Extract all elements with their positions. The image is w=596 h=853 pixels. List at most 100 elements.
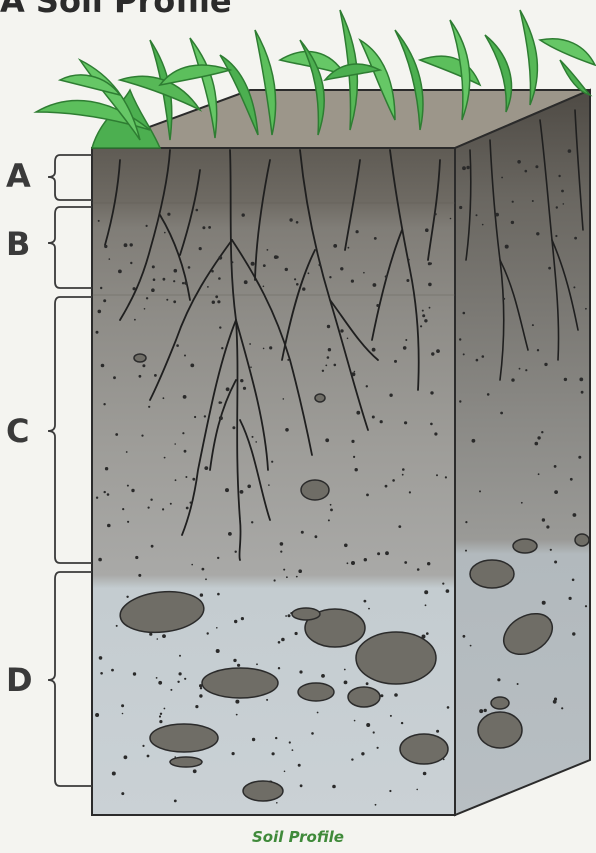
soil-speckle [184,281,187,284]
soil-speckle [476,214,478,216]
soil-speckle [325,438,329,442]
soil-speckle [100,672,103,675]
soil-speckle [184,450,187,453]
soil-speckle [434,213,436,215]
soil-speckle [182,282,184,284]
soil-speckle [319,264,322,267]
soil-speckle [511,378,514,381]
soil-speckle [424,590,428,594]
soil-speckle [219,401,222,404]
soil-speckle [268,484,270,486]
soil-speckle [173,300,176,303]
soil-speckle [190,364,194,368]
soil-speckle [292,749,294,751]
soil-speckle [269,346,272,349]
soil-speckle [98,558,102,562]
soil-speckle [240,490,244,494]
soil-speckle [179,655,181,657]
soil-speckle [434,432,437,435]
soil-speckle [390,715,392,717]
soil-speckle [294,278,296,280]
soil-speckle [130,243,133,246]
soil-speckle [525,170,528,173]
soil-speckle [185,476,187,478]
soil-speckle [445,476,447,478]
soil-speckle [144,308,146,310]
soil-speckle [216,627,218,629]
soil-speckle [124,243,128,247]
soil-speckle [278,667,280,669]
soil-speckle [302,287,305,290]
soil-speckle [404,421,407,424]
soil-speckle [401,722,403,724]
soil-speckle [554,561,557,564]
soil-speckle [462,166,466,170]
soil-speckle [228,532,232,536]
soil-speckle [148,406,150,408]
soil-speckle [127,485,129,487]
soil-speckle [535,442,539,446]
soil-speckle [164,457,166,459]
soil-speckle [459,338,461,340]
soil-speckle [431,352,434,355]
soil-speckle [232,426,235,429]
bracket-b [48,207,92,288]
soil-speckle [232,752,235,755]
soil-speckle [231,261,233,263]
soil-speckle [497,678,500,681]
soil-speckle [182,432,184,434]
soil-speckle [403,346,407,350]
soil-speckle [564,378,567,381]
soil-speckle [242,213,245,216]
soil-speckle [184,355,186,357]
soil-speckle [505,245,509,249]
soil-speckle [284,771,286,773]
soil-speckle [190,502,192,504]
soil-speckle [296,221,299,224]
soil-speckle [142,364,145,367]
soil-speckle [574,237,577,240]
soil-speckle [487,393,490,396]
soil-speckle [327,325,330,328]
soil-speckle [285,428,289,432]
soil-speckle [364,600,367,603]
soil-speckle [247,485,251,489]
soil-speckle [146,225,148,227]
soil-speckle [495,213,499,217]
soil-speckle [525,369,527,371]
soil-speckle [463,635,466,638]
soil-speckle [573,513,577,517]
soil-speckle [428,283,432,287]
soil-speckle [428,262,431,265]
soil-speckle [240,379,243,382]
soil-speckle [266,699,268,701]
soil-speckle [389,790,391,792]
soil-speckle [124,755,128,759]
soil-speckle [554,490,558,494]
soil-speckle [179,672,182,675]
soil-speckle [217,557,219,559]
soil-speckle [363,272,365,274]
soil-speckle [299,670,302,673]
soil-speckle [436,474,438,476]
soil-speckle [121,792,124,795]
soil-speckle [99,656,103,660]
soil-speckle [234,620,237,623]
soil-speckle [392,479,395,482]
soil-speckle [328,348,331,351]
soil-speckle [151,545,154,548]
soil-speckle [420,325,422,327]
soil-speckle [340,267,343,270]
soil-speckle [170,503,172,505]
soil-speckle [153,278,156,281]
soil-speckle [537,349,539,351]
soil-speckle [113,376,116,379]
soil-speckle [174,443,176,445]
soil-speckle [459,206,462,209]
soil-speckle [217,300,220,303]
soil-speckle [288,614,291,617]
soil-speckle [361,752,364,755]
soil-speckle [385,485,388,488]
bracket-d [48,572,92,786]
soil-speckle [100,287,102,289]
